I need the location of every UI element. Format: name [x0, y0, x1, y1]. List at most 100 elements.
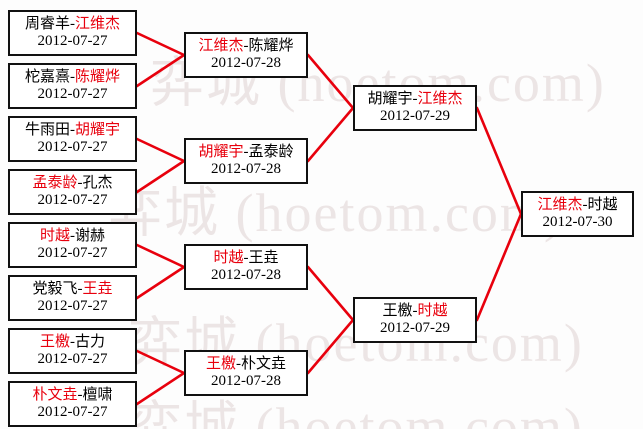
player-left: 朴文垚	[32, 387, 78, 404]
vs-dash: -	[582, 197, 588, 214]
match-box-r1-m2[interactable]: 柁嘉熹-陈耀烨 2012-07-27	[8, 63, 137, 109]
player-left: 孟泰龄	[32, 175, 78, 192]
match-players: 江维杰-时越	[537, 197, 617, 214]
connector-r1m4	[135, 159, 186, 194]
connector-r1m3	[135, 137, 186, 163]
player-left: 时越	[39, 228, 70, 245]
match-date: 2012-07-28	[211, 161, 281, 177]
match-box-r2-m1[interactable]: 江维杰-陈耀烨 2012-07-28	[184, 32, 308, 78]
player-left: 王檄	[39, 334, 70, 351]
vs-dash: -	[77, 281, 83, 298]
connector-r2m2	[306, 106, 355, 163]
player-right: 时越	[417, 303, 448, 320]
connector-r1m6	[135, 265, 186, 300]
connector-r1m1	[135, 31, 186, 57]
player-left: 胡耀宇	[367, 91, 413, 108]
player-right: 谢赫	[75, 228, 106, 245]
vs-dash: -	[236, 356, 241, 373]
player-left: 王檄	[205, 356, 236, 373]
match-date: 2012-07-29	[380, 320, 450, 336]
match-players: 柁嘉熹-陈耀烨	[25, 69, 120, 86]
player-right: 陈耀烨	[75, 69, 121, 86]
player-left: 王檄	[382, 303, 413, 320]
player-left: 周睿羊	[24, 16, 70, 33]
player-left: 党毅飞	[32, 281, 78, 298]
connector-r1m8	[135, 371, 186, 406]
player-right: 胡耀宇	[75, 122, 121, 139]
player-left: 胡耀宇	[198, 144, 244, 161]
player-right: 孔杰	[82, 175, 113, 192]
connector-r1m2	[135, 53, 186, 88]
match-date: 2012-07-28	[211, 55, 281, 71]
match-box-r2-m4[interactable]: 王檄-朴文垚 2012-07-28	[184, 350, 308, 396]
match-date: 2012-07-27	[37, 86, 108, 102]
player-right: 江维杰	[75, 16, 121, 33]
player-left: 柁嘉熹	[24, 69, 70, 86]
vs-dash: -	[243, 144, 249, 161]
connector-sf2	[475, 212, 523, 322]
player-right: 檀啸	[82, 387, 113, 404]
vs-dash: -	[412, 303, 418, 320]
match-players: 孟泰龄-孔杰	[32, 175, 112, 192]
player-left: 牛雨田	[24, 122, 70, 139]
match-box-final[interactable]: 江维杰-时越 2012-07-30	[521, 191, 634, 237]
match-box-r2-m3[interactable]: 时越-王垚 2012-07-28	[184, 244, 308, 290]
match-players: 时越-王垚	[213, 250, 278, 267]
player-right: 朴文垚	[241, 356, 287, 373]
match-players: 王檄-古力	[40, 334, 105, 351]
match-date: 2012-07-28	[211, 267, 281, 283]
match-date: 2012-07-27	[37, 33, 108, 49]
match-box-sf-m1[interactable]: 胡耀宇-江维杰 2012-07-29	[353, 85, 477, 131]
match-box-sf-m2[interactable]: 王檄-时越 2012-07-29	[353, 297, 477, 343]
match-players: 胡耀宇-孟泰龄	[198, 144, 293, 161]
vs-dash: -	[70, 122, 75, 139]
vs-dash: -	[77, 175, 83, 192]
player-left: 江维杰	[198, 38, 244, 55]
match-players: 周睿羊-江维杰	[25, 16, 120, 33]
match-players: 王檄-朴文垚	[206, 356, 286, 373]
match-box-r1-m8[interactable]: 朴文垚-檀啸 2012-07-27	[8, 381, 137, 427]
connector-sf1	[475, 106, 523, 216]
match-box-r1-m5[interactable]: 时越-谢赫 2012-07-27	[8, 222, 137, 268]
match-date: 2012-07-29	[380, 108, 450, 124]
match-players: 朴文垚-檀啸	[32, 387, 112, 404]
vs-dash: -	[243, 250, 249, 267]
match-players: 胡耀宇-江维杰	[367, 91, 462, 108]
vs-dash: -	[70, 16, 75, 33]
match-date: 2012-07-28	[211, 373, 281, 389]
vs-dash: -	[70, 69, 75, 86]
vs-dash: -	[70, 228, 75, 245]
match-box-r1-m4[interactable]: 孟泰龄-孔杰 2012-07-27	[8, 169, 137, 215]
player-right: 王垚	[82, 281, 113, 298]
player-right: 陈耀烨	[248, 38, 294, 55]
player-left: 时越	[213, 250, 244, 267]
match-date: 2012-07-27	[37, 351, 108, 367]
match-date: 2012-07-27	[37, 139, 108, 155]
match-box-r1-m7[interactable]: 王檄-古力 2012-07-27	[8, 328, 137, 374]
match-box-r1-m6[interactable]: 党毅飞-王垚 2012-07-27	[8, 275, 137, 321]
connector-r2m3	[306, 265, 355, 322]
connector-r2m1	[306, 53, 355, 110]
connector-r2m4	[306, 318, 355, 375]
player-right: 时越	[587, 197, 618, 214]
player-right: 孟泰龄	[248, 144, 294, 161]
match-date: 2012-07-30	[542, 214, 613, 230]
match-date: 2012-07-27	[37, 404, 108, 420]
vs-dash: -	[70, 334, 75, 351]
watermark-text: 弈城 (hoetom.com)	[108, 183, 564, 243]
match-date: 2012-07-27	[37, 192, 108, 208]
match-box-r1-m3[interactable]: 牛雨田-胡耀宇 2012-07-27	[8, 116, 137, 162]
match-box-r2-m2[interactable]: 胡耀宇-孟泰龄 2012-07-28	[184, 138, 308, 184]
match-players: 江维杰-陈耀烨	[198, 38, 293, 55]
vs-dash: -	[243, 38, 249, 55]
match-date: 2012-07-27	[37, 245, 108, 261]
connector-r1m7	[135, 349, 186, 375]
match-players: 时越-谢赫	[40, 228, 105, 245]
player-right: 古力	[75, 334, 106, 351]
player-right: 王垚	[248, 250, 279, 267]
vs-dash: -	[412, 91, 418, 108]
match-box-r1-m1[interactable]: 周睿羊-江维杰 2012-07-27	[8, 10, 137, 56]
player-right: 江维杰	[417, 91, 463, 108]
connector-r1m5	[135, 243, 186, 269]
